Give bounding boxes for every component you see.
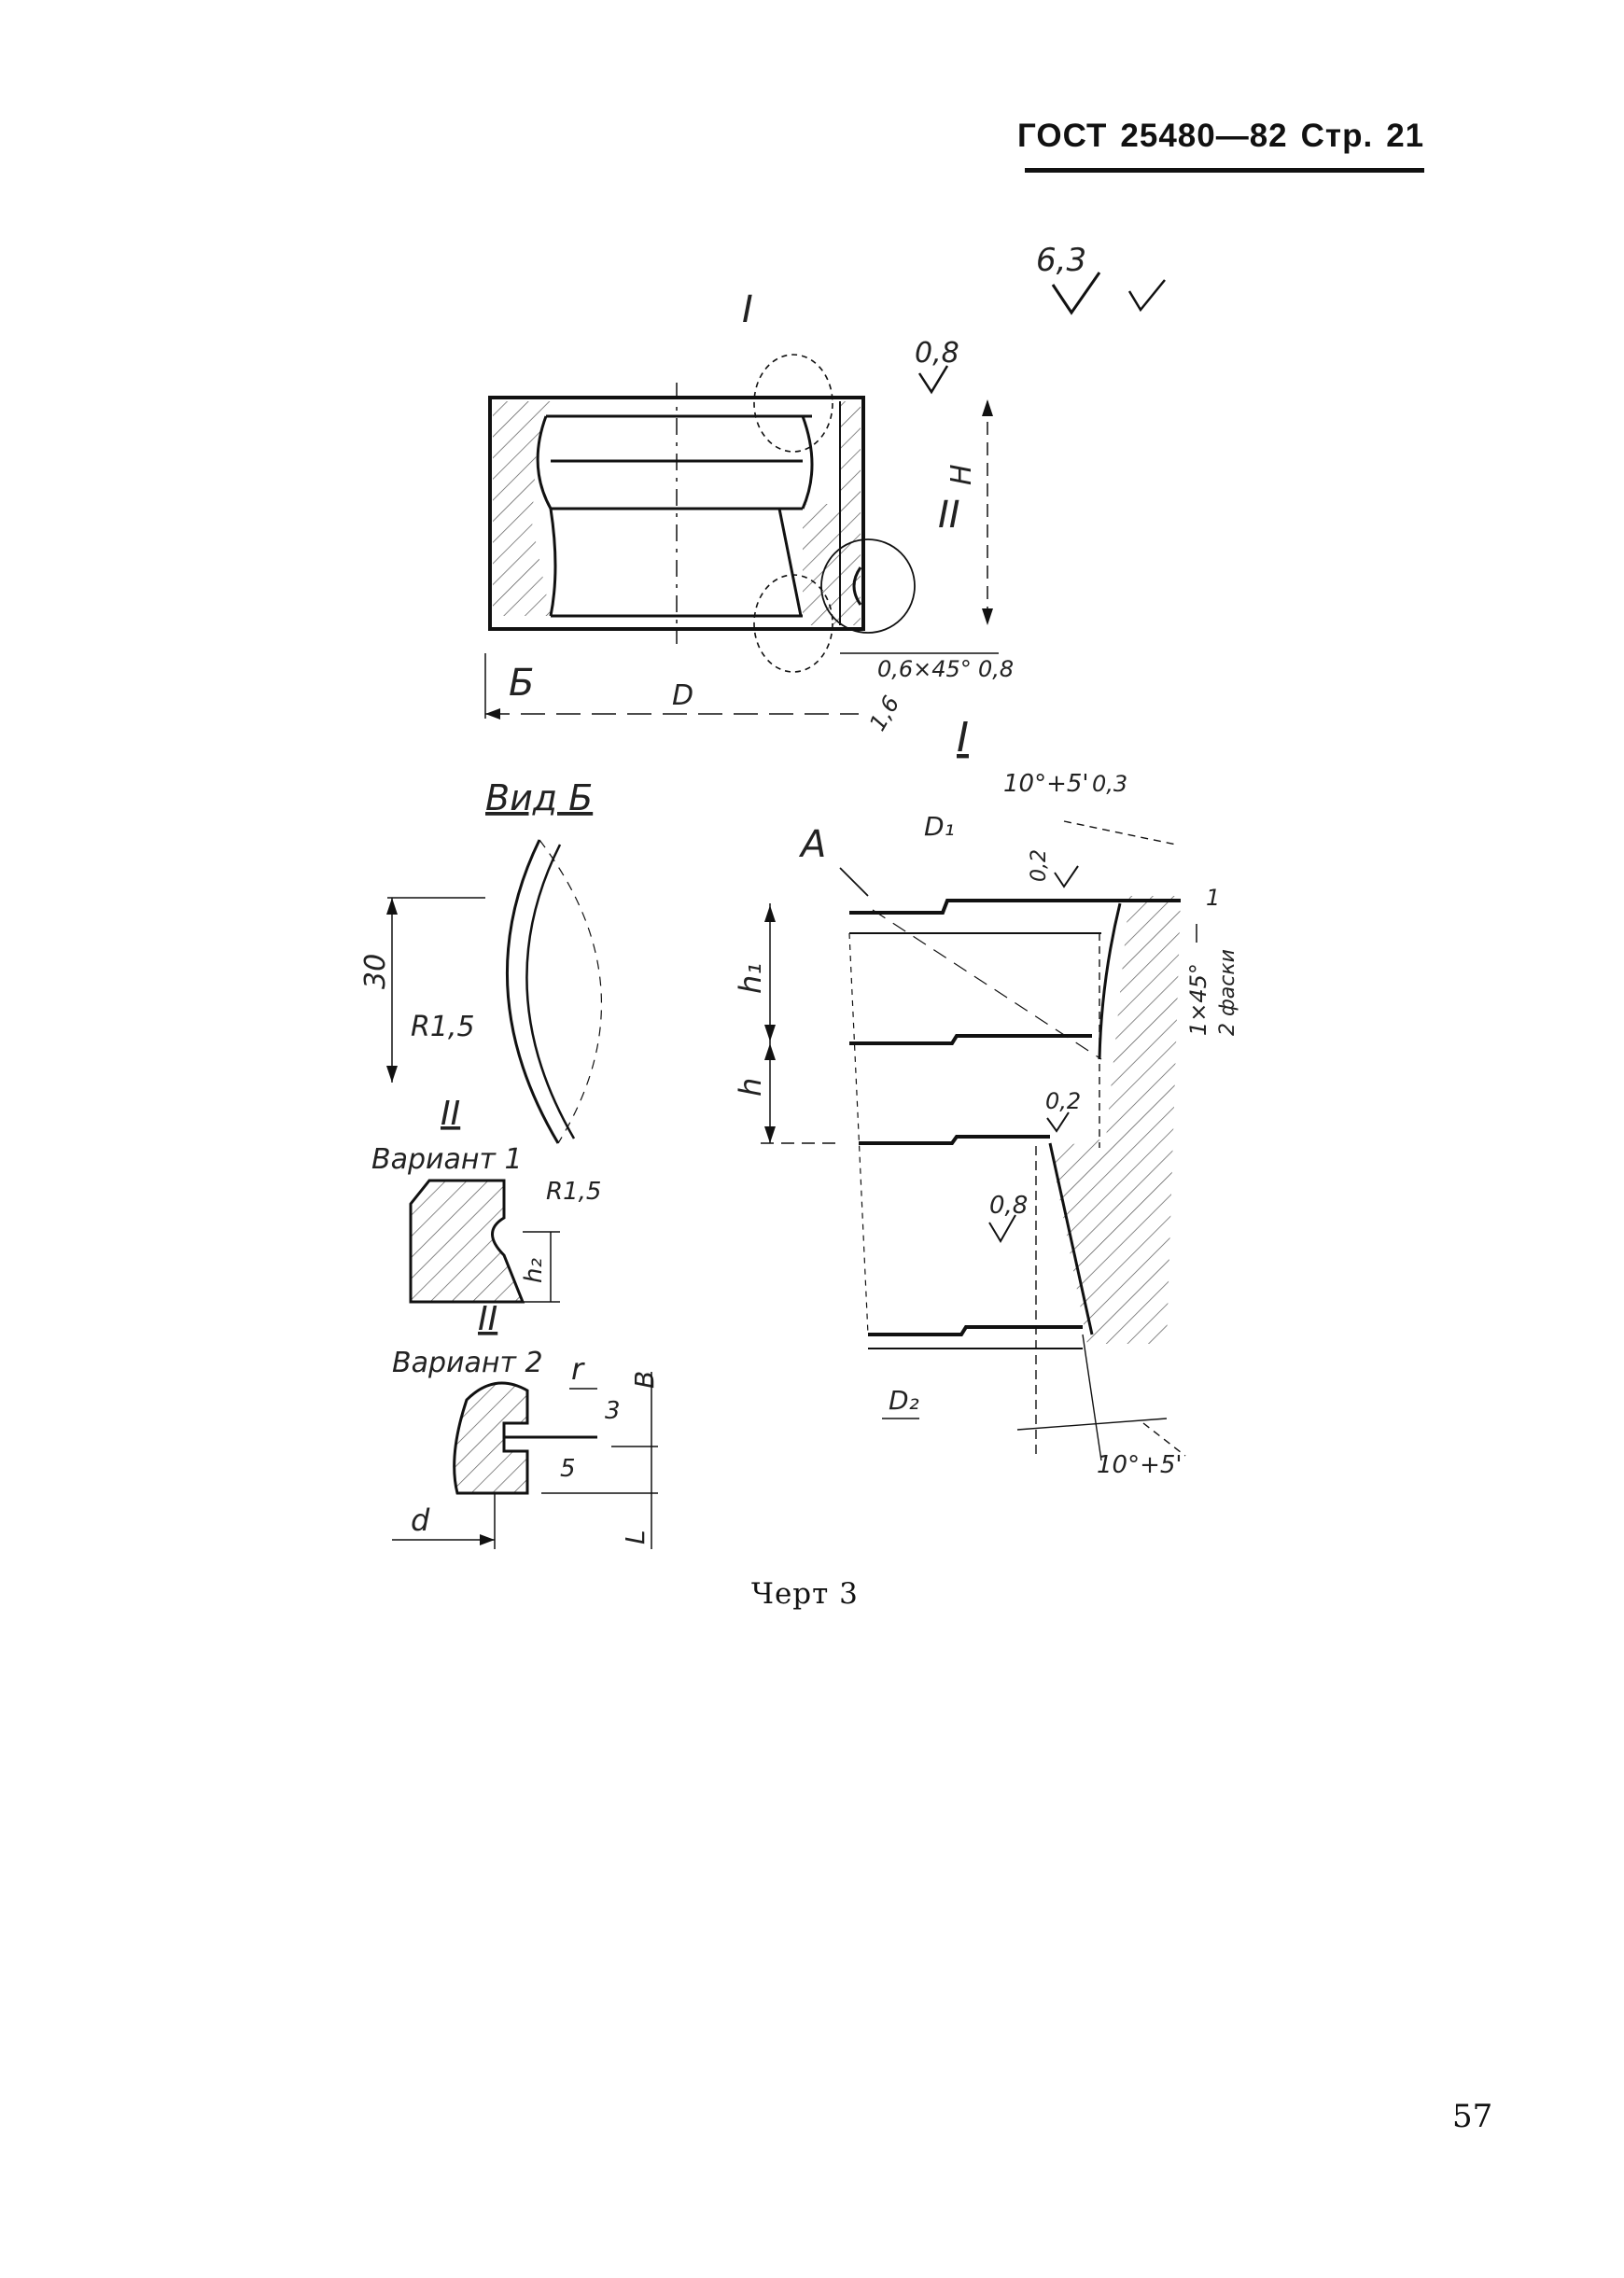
page-header: ГОСТ 25480—82 Стр. 21 <box>1017 118 1437 155</box>
detail-I: I 10°+5' 0,3 D₁ A 0,2 0,2 <box>733 714 1239 1479</box>
dim-d: d <box>411 1502 430 1538</box>
standard-label: ГОСТ <box>1017 118 1108 154</box>
detail-II-v1-radius: R1,5 <box>546 1178 601 1206</box>
roughness-general: 6,3 <box>1036 242 1166 315</box>
roughness-general-value: 6,3 <box>1036 242 1086 279</box>
dim-D: D <box>672 679 693 712</box>
dim-1: 1 <box>1206 885 1220 911</box>
detail-II-v2-title: Вариант 2 <box>392 1347 543 1379</box>
roughness-mark-6: 0,8 <box>989 1192 1028 1220</box>
dim-D2: D₂ <box>889 1385 919 1416</box>
main-section-view: I 0,8 <box>484 288 1014 735</box>
roughness-mark-5: 0,2 <box>1045 1088 1081 1114</box>
dim-3: 3 <box>605 1397 621 1425</box>
dim-5: 5 <box>560 1455 576 1483</box>
section-I-mark: I <box>742 288 753 331</box>
page-number: 57 <box>1452 2098 1493 2135</box>
dim-h: h <box>733 1078 768 1097</box>
view-b-title: Вид Б <box>485 777 593 818</box>
chamfer-1x45: 1×45° <box>1185 963 1211 1036</box>
section-II-mark: II <box>938 494 960 537</box>
roughness-mark-3: 0,3 <box>1092 771 1127 797</box>
detail-II-variant-1: II Вариант 1 R1,5 h₂ <box>371 1095 601 1304</box>
dim-L: L <box>620 1530 651 1544</box>
dim-D1: D₁ <box>924 811 955 842</box>
chamfer-label: 0,6×45° <box>877 656 972 682</box>
figure-caption: Черт 3 <box>751 1577 859 1611</box>
dim-h2: h₂ <box>520 1258 548 1283</box>
roughness-mark-1: 0,8 <box>915 337 959 370</box>
detail-II-v1-mark: II <box>441 1095 460 1133</box>
angle-bottom: 10°+5' <box>1097 1451 1183 1479</box>
view-b: Вид Б 30 R1,5 <box>359 777 603 1144</box>
dim-30: 30 <box>359 954 392 989</box>
detail-II-v2-mark: II <box>478 1300 497 1338</box>
detail-I-mark: I <box>957 714 969 762</box>
page-label: Стр. <box>1300 118 1374 154</box>
detail-II-variant-2: II Вариант 2 r B 3 5 L d <box>392 1300 660 1549</box>
arrow-A: A <box>798 823 826 866</box>
dim-B: B <box>629 1371 660 1389</box>
detail-II-v1-title: Вариант 1 <box>371 1143 523 1176</box>
view-B-mark: Б <box>509 662 534 705</box>
header-page-number: 21 <box>1386 118 1425 154</box>
standard-number: 25480—82 <box>1120 118 1288 154</box>
header-rule <box>1025 168 1424 173</box>
roughness-mark-4: 0,2 <box>1028 849 1051 882</box>
chamfer-note: 2 фаски <box>1216 949 1239 1036</box>
roughness-mark-2: 0,8 <box>978 656 1014 682</box>
dim-1-6: 1,6 <box>864 692 904 735</box>
view-b-radius: R1,5 <box>411 1011 475 1043</box>
dim-r: r <box>571 1351 585 1387</box>
dim-H: H <box>945 464 978 485</box>
dim-h1: h₁ <box>733 963 768 994</box>
angle-top: 10°+5' <box>1003 770 1089 798</box>
